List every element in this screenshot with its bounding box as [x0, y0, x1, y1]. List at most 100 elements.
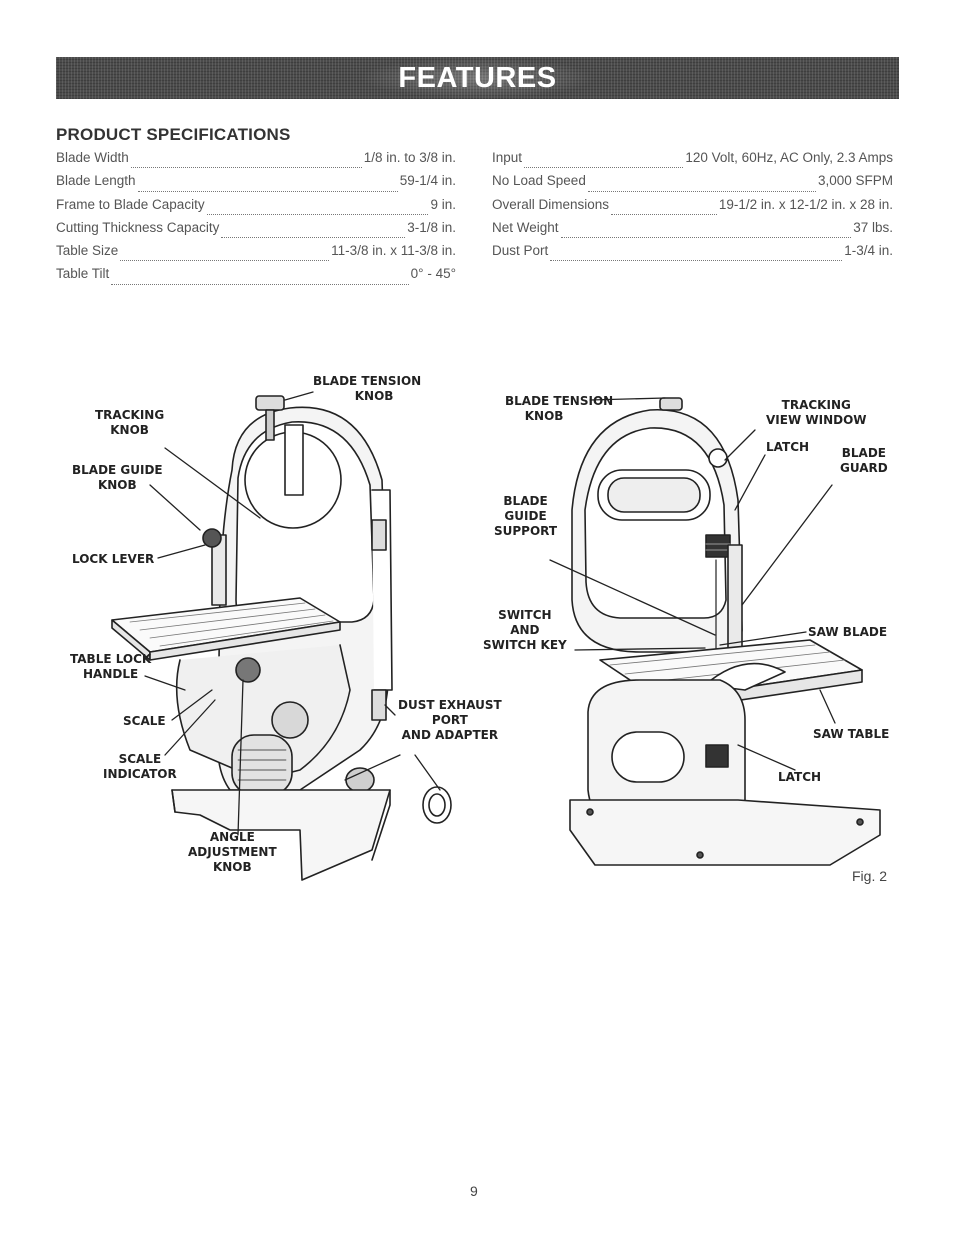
leader-dots — [560, 237, 852, 239]
spec-row: Net Weight 37 lbs. — [492, 220, 893, 243]
features-banner: FEATURES — [56, 57, 899, 99]
spec-value: 0° - 45° — [410, 266, 456, 282]
callout-switch-and-key: SWITCH AND SWITCH KEY — [483, 608, 567, 653]
spec-value: 59-1/4 in. — [399, 173, 456, 189]
spec-row: Blade Length 59-1/4 in. — [56, 173, 456, 196]
spec-label: Dust Port — [492, 243, 549, 259]
leader-dots — [206, 213, 429, 215]
callout-tracking-view-window: TRACKING VIEW WINDOW — [766, 398, 867, 428]
spec-label: Overall Dimensions — [492, 196, 610, 212]
banner-title: FEATURES — [398, 61, 557, 94]
spec-row: Input 120 Volt, 60Hz, AC Only, 2.3 Amps — [492, 150, 893, 173]
spec-value: 3,000 SFPM — [817, 173, 893, 189]
callout-blade-guide-knob: BLADE GUIDE KNOB — [72, 463, 163, 493]
callout-line: BLADE — [841, 446, 886, 460]
callout-line: KNOB — [97, 478, 137, 492]
callout-line: AND — [510, 623, 540, 637]
leader-dots — [550, 260, 843, 262]
leader-dots — [221, 237, 406, 239]
callout-line: SAW BLADE — [808, 625, 888, 639]
callout-line: TRACKING — [781, 398, 851, 412]
callout-saw-table: SAW TABLE — [813, 727, 889, 742]
callout-tracking-knob: TRACKING KNOB — [95, 408, 164, 438]
spec-row: Table Tilt 0° - 45° — [56, 266, 456, 289]
callout-blade-guard: BLADE GUARD — [840, 446, 888, 476]
callout-line: INDICATOR — [103, 767, 177, 781]
spec-row: Table Size 11-3/8 in. x 11-3/8 in. — [56, 243, 456, 266]
callout-line: TRACKING — [95, 408, 165, 422]
spec-value: 37 lbs. — [853, 219, 893, 235]
spec-value: 3-1/8 in. — [407, 219, 456, 235]
callout-line: TABLE LOCK — [70, 652, 152, 666]
page-number: 9 — [470, 1183, 478, 1199]
callout-line: SAW TABLE — [813, 727, 890, 741]
callout-line: KNOB — [524, 409, 564, 423]
callout-saw-blade: SAW BLADE — [808, 625, 887, 640]
spec-row: No Load Speed 3,000 SFPM — [492, 173, 893, 196]
spec-row: Cutting Thickness Capacity 3-1/8 in. — [56, 220, 456, 243]
spec-label: Cutting Thickness Capacity — [56, 219, 220, 235]
callout-line: AND ADAPTER — [401, 728, 499, 742]
callout-line: GUARD — [840, 461, 888, 475]
callout-latch-bottom: LATCH — [778, 770, 821, 785]
leader-dots — [524, 167, 684, 169]
leader-dots — [611, 213, 717, 215]
callout-line: ADJUSTMENT — [188, 845, 277, 859]
spec-row: Blade Width 1/8 in. to 3/8 in. — [56, 150, 456, 173]
callout-line: SCALE — [123, 714, 166, 728]
spec-label: Net Weight — [492, 219, 559, 235]
spec-label: Table Tilt — [56, 266, 110, 282]
callout-line: LATCH — [766, 440, 810, 454]
callout-line: BLADE — [503, 494, 548, 508]
spec-label: Blade Width — [56, 150, 129, 165]
callout-table-lock-handle: TABLE LOCK HANDLE — [70, 652, 151, 682]
callout-line: BLADE TENSION — [313, 374, 422, 388]
callout-line: SUPPORT — [494, 524, 558, 538]
band-saw-figure: BLADE TENSION KNOB TRACKING KNOB BLADE G… — [0, 360, 954, 900]
callout-line: KNOB — [110, 423, 149, 437]
callout-line: KNOB — [212, 860, 252, 874]
callout-line: BLADE GUIDE — [72, 463, 163, 477]
band-saw-drawing — [111, 391, 881, 881]
leader-dots — [111, 283, 409, 285]
spec-value: 120 Volt, 60Hz, AC Only, 2.3 Amps — [685, 150, 893, 165]
spec-label: Frame to Blade Capacity — [56, 196, 205, 212]
callout-angle-adjustment-knob: ANGLE ADJUSTMENT KNOB — [188, 830, 277, 875]
callout-line: LATCH — [778, 770, 822, 784]
callout-dust-exhaust-port: DUST EXHAUST PORT AND ADAPTER — [398, 698, 502, 743]
leader-dots — [137, 190, 398, 192]
callout-lock-lever: LOCK LEVER — [72, 552, 154, 567]
spec-value: 9 in. — [430, 196, 456, 212]
callout-line: GUIDE — [504, 509, 547, 523]
right-saw-illustration — [569, 397, 881, 866]
callout-line: PORT — [431, 713, 468, 727]
spec-value: 1/8 in. to 3/8 in. — [363, 150, 456, 165]
spec-value: 11-3/8 in. x 11-3/8 in. — [331, 243, 456, 259]
spec-label: Blade Length — [56, 173, 136, 189]
figure-label: Fig. 2 — [852, 868, 888, 884]
left-saw-illustration — [111, 395, 452, 881]
specs-right-column: Input 120 Volt, 60Hz, AC Only, 2.3 Amps N… — [492, 150, 893, 266]
callout-line: SCALE — [118, 752, 162, 766]
callout-line: VIEW WINDOW — [766, 413, 867, 427]
leader-dots — [130, 167, 362, 169]
callout-latch-top: LATCH — [766, 440, 809, 455]
spec-row: Frame to Blade Capacity 9 in. — [56, 197, 456, 220]
callout-leader-lines — [144, 391, 836, 836]
callout-line: DUST EXHAUST — [398, 698, 502, 712]
spec-label: Input — [492, 150, 523, 165]
callout-line: BLADE TENSION — [505, 394, 614, 408]
spec-value: 19-1/2 in. x 12-1/2 in. x 28 in. — [718, 196, 893, 212]
callout-scale-indicator: SCALE INDICATOR — [103, 752, 177, 782]
callout-line: KNOB — [354, 389, 394, 403]
callout-scale: SCALE — [123, 714, 166, 729]
callout-line: HANDLE — [83, 667, 139, 681]
callout-line: SWITCH — [498, 608, 552, 622]
callout-blade-tension-knob-left: BLADE TENSION KNOB — [313, 374, 421, 404]
specs-heading: PRODUCT SPECIFICATIONS — [56, 125, 291, 144]
spec-label: No Load Speed — [492, 173, 586, 189]
spec-label: Table Size — [56, 243, 119, 259]
leader-dots — [120, 260, 330, 262]
specs-left-column: Blade Width 1/8 in. to 3/8 in. Blade Leng… — [56, 150, 456, 290]
